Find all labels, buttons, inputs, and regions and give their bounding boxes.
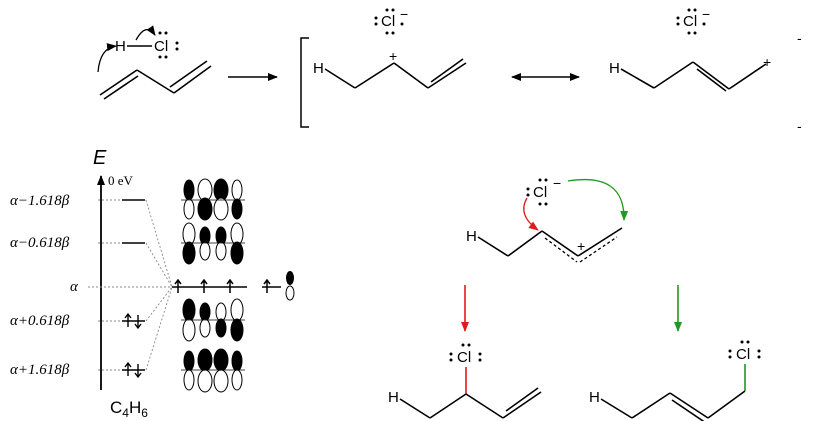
level-label-2: α−0.618β — [10, 235, 70, 251]
atomic-p-levels — [172, 278, 281, 293]
ion-h-atom: H — [466, 228, 477, 245]
green-curved-arrow — [567, 179, 629, 221]
p12-cl-lone-pairs — [449, 343, 482, 362]
p14-cl-atom: Cl — [736, 346, 750, 363]
reactant-cl-lone-pairs — [158, 31, 179, 59]
res1-cl-minus: − — [400, 6, 408, 22]
res1-h-atom: H — [313, 60, 324, 77]
level-label-1: α−1.618β — [10, 193, 70, 209]
resonance-structure-2: H + Cl − — [609, 6, 771, 92]
bracket-charge-bottom: - — [797, 118, 802, 134]
reactant-butadiene — [99, 60, 212, 100]
electron-pair-homo — [124, 312, 142, 330]
level-label-3: α — [70, 279, 79, 295]
formula-c4h6: C4H6 — [110, 398, 148, 420]
product-1-4-adduct: Cl H — [589, 340, 761, 421]
red-curved-arrow — [523, 197, 539, 231]
zero-ev-label: 0 eV — [108, 173, 134, 188]
left-bracket — [300, 37, 309, 128]
orbital-row-lumo — [182, 222, 244, 265]
resonance-structure-1: H + Cl − — [313, 6, 467, 89]
bracket-charge-top: - — [797, 30, 802, 46]
energy-axis-label: E — [93, 147, 107, 169]
res2-cl-atom: Cl — [683, 13, 697, 30]
curved-arrow-pi-to-h — [97, 43, 117, 73]
reactant-h-atom: H — [115, 38, 126, 55]
p12-h-atom: H — [388, 389, 399, 406]
res2-cl-lone-pairs — [676, 8, 706, 35]
res2-plus: + — [763, 54, 771, 70]
curved-arrow-bond-to-cl — [135, 25, 156, 41]
ion-cl-atom: Cl — [533, 184, 547, 201]
allyl-ion-pair: Cl − H + — [466, 175, 629, 263]
p12-cl-atom: Cl — [457, 349, 471, 366]
orbital-row-homo — [182, 298, 244, 342]
product-1-2-adduct: Cl H — [388, 343, 542, 419]
res1-plus: + — [389, 48, 397, 64]
electron-pair-lowest — [124, 361, 142, 379]
level-label-5: α+1.618β — [10, 362, 70, 378]
mo-diagram: E 0 eV α−1.618β α−0.618β α α+0.618β α+1.… — [10, 147, 295, 420]
reactant-cl-atom: Cl — [154, 38, 168, 55]
p-orbital-single — [285, 271, 295, 301]
ion-cl-lone-pairs — [526, 178, 548, 206]
res1-cl-atom: Cl — [381, 13, 395, 30]
ion-cl-minus: − — [553, 175, 561, 191]
ion-plus: + — [577, 238, 585, 254]
p14-cl-lone-pairs — [728, 340, 761, 359]
res1-cl-lone-pairs — [374, 8, 404, 35]
orbital-row-lowest — [183, 348, 243, 393]
res2-cl-minus: − — [702, 6, 710, 22]
res2-h-atom: H — [609, 60, 620, 77]
p14-h-atom: H — [589, 389, 600, 406]
orbital-row-lumo2 — [183, 178, 243, 221]
level-label-4: α+0.618β — [10, 313, 70, 329]
